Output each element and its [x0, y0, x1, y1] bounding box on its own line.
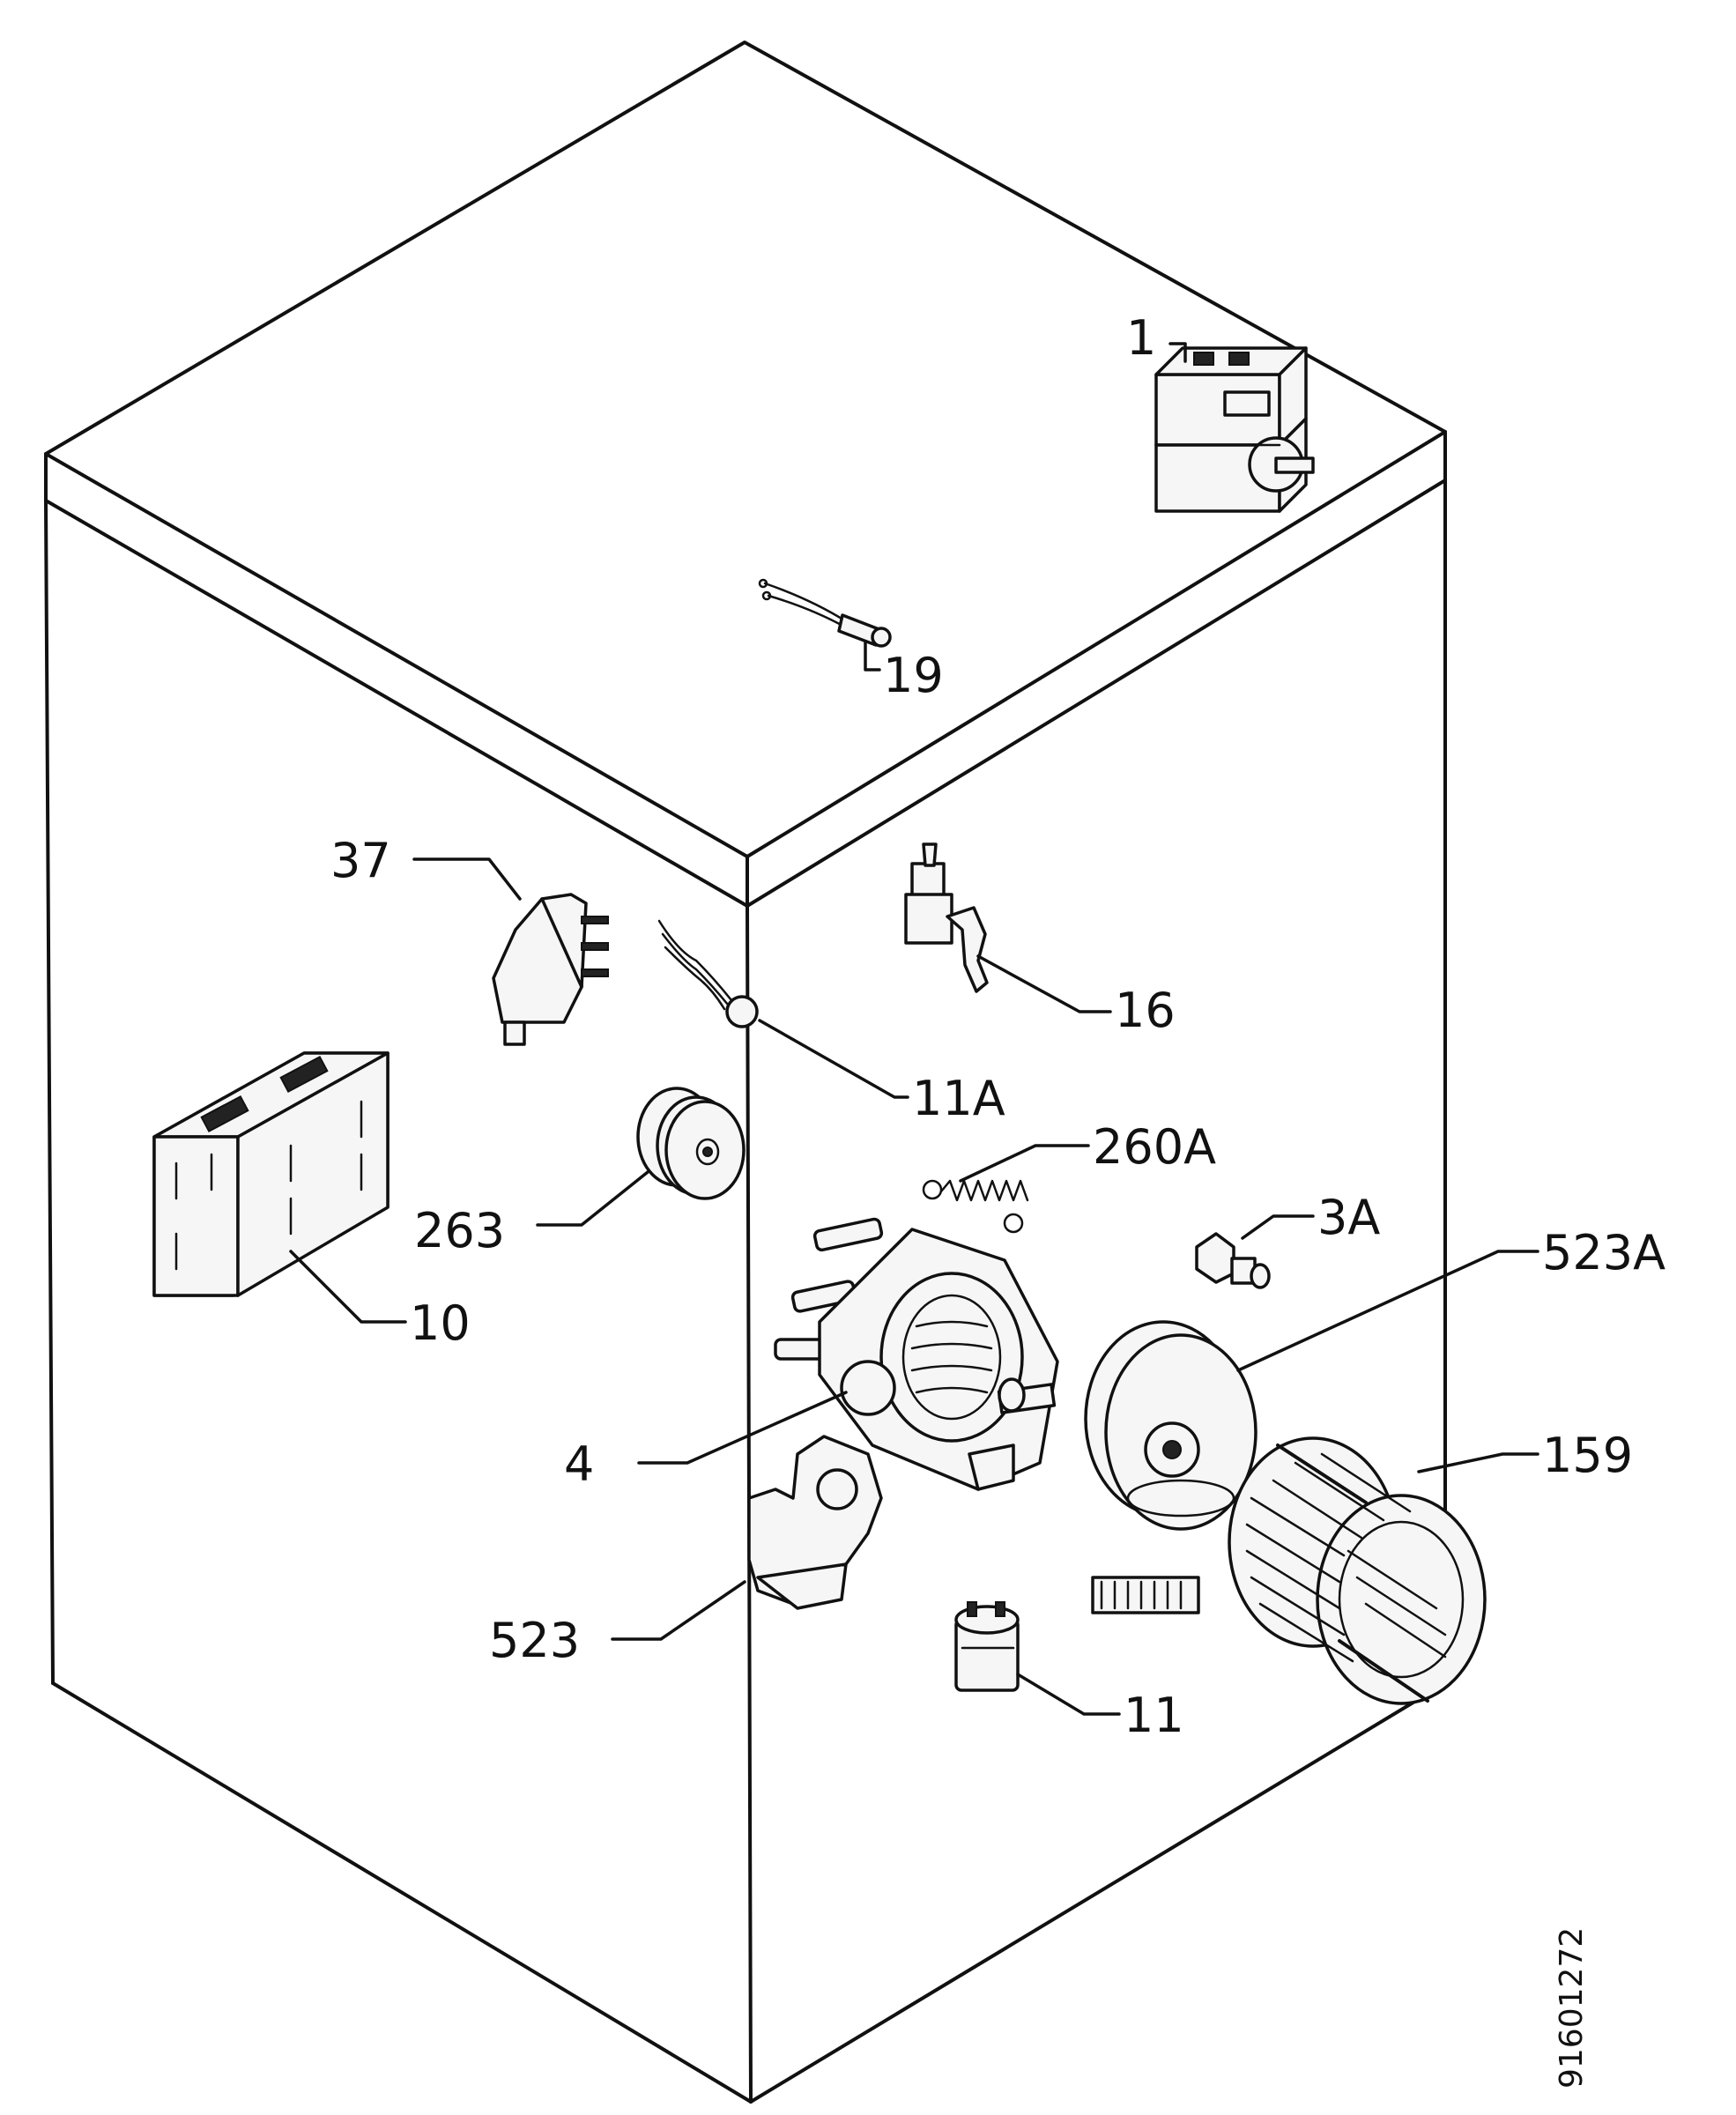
callout-260a: 260A: [1093, 1119, 1216, 1175]
terminal-block: [492, 893, 609, 1046]
suppressor-with-leads: [657, 919, 759, 1028]
callout-3a: 3A: [1317, 1190, 1380, 1245]
callout-1: 1: [1126, 310, 1156, 366]
callout-159: 159: [1542, 1428, 1633, 1483]
drive-pulley: [636, 1087, 746, 1200]
small-sensor: [1195, 1232, 1271, 1289]
callout-19: 19: [883, 648, 944, 703]
cabinet-outline: [44, 41, 1447, 2104]
callout-11a: 11A: [912, 1071, 1005, 1126]
drive-motor: [774, 1217, 1059, 1491]
program-selector-switch: [1154, 346, 1315, 513]
callout-523: 523: [489, 1613, 580, 1668]
callout-10: 10: [410, 1295, 471, 1351]
callout-263: 263: [414, 1203, 505, 1258]
leader-lines: [289, 342, 1539, 1716]
temperature-probe: [758, 578, 892, 648]
tension-spring: [922, 1179, 1029, 1234]
callout-4: 4: [564, 1436, 594, 1492]
callout-11: 11: [1124, 1688, 1184, 1743]
callout-16: 16: [1115, 983, 1176, 1038]
electronic-module: [152, 1051, 389, 1297]
callout-37: 37: [330, 833, 391, 888]
motor-capacitor: [954, 1601, 1020, 1692]
fan-housing: [1084, 1320, 1257, 1614]
blower-wheel: [1228, 1436, 1487, 1705]
motor-bracket: [747, 1435, 883, 1610]
door-microswitch: [904, 842, 989, 993]
document-number: 91601272: [1554, 1927, 1590, 2089]
callout-labels: 1 19 37 16 11A 263 260A 3A 523A 10 4 159…: [330, 310, 1666, 1743]
callout-523a: 523A: [1542, 1225, 1666, 1280]
